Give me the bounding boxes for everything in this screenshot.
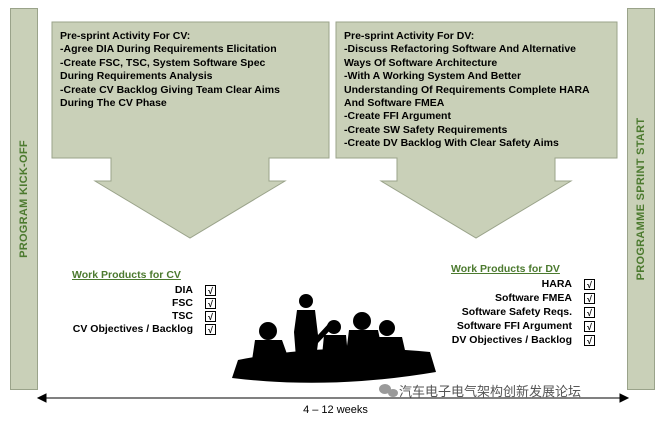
- dv-product-item: Software FMEA: [494, 292, 572, 304]
- cv-activity-line: -Create CV Backlog Giving Team Clear Aim…: [60, 83, 280, 96]
- dv-activity-line: Understanding Of Requirements Complete H…: [344, 83, 590, 96]
- dv-activity-line: -Create SW Safety Requirements: [344, 123, 508, 136]
- wechat-icon: [379, 384, 398, 397]
- cv-activity-text: Pre-sprint Activity For CV: -Agree DIA D…: [60, 30, 280, 110]
- dv-product-checkbox: √: [584, 307, 595, 318]
- watermark-text: 汽车电子电气架构创新发展论坛: [399, 384, 582, 399]
- dv-product-item: Software Safety Reqs.: [461, 306, 572, 318]
- dv-activity-line: -Discuss Refactoring Software And Altern…: [344, 43, 577, 56]
- dv-activity-line: -Create FFI Argument: [344, 110, 451, 123]
- dv-product-checkbox: √: [584, 321, 595, 332]
- programme-sprint-start-bar: PROGRAMME SPRINT START: [627, 8, 655, 390]
- dv-product-checkbox: √: [584, 279, 595, 290]
- cv-product-checkbox: √: [205, 298, 216, 309]
- dv-activity-line: -Create DV Backlog With Clear Safety Aim…: [344, 137, 559, 150]
- dv-activity-line: And Software FMEA: [344, 97, 445, 110]
- cv-work-products-title: Work Products for CV: [72, 269, 181, 281]
- cv-product-item: TSC: [172, 310, 193, 322]
- dv-activity-arrow: [335, 21, 618, 239]
- dv-product-checkbox: √: [584, 293, 595, 304]
- cv-product-item: CV Objectives / Backlog: [72, 323, 193, 335]
- cv-activity-line: During The CV Phase: [60, 97, 167, 110]
- dv-product-item: HARA: [541, 278, 572, 290]
- dv-activity-heading: Pre-sprint Activity For DV:: [344, 30, 475, 42]
- dv-product-item: DV Objectives / Backlog: [451, 334, 572, 346]
- dv-product-item: Software FFI Argument: [456, 320, 572, 332]
- cv-product-item: DIA: [174, 284, 193, 296]
- cv-activity-line: -Agree DIA During Requirements Elicitati…: [60, 43, 277, 56]
- program-kickoff-bar: PROGRAM KICK-OFF: [10, 8, 38, 390]
- dv-work-products-title: Work Products for DV: [451, 263, 560, 275]
- cv-activity-heading: Pre-sprint Activity For CV:: [60, 30, 191, 42]
- dv-activity-line: Ways Of Software Architecture: [344, 56, 498, 69]
- cv-product-checkbox: √: [205, 285, 216, 296]
- cv-activity-arrow: [51, 21, 330, 239]
- dv-activity-line: -With A Working System And Better: [344, 70, 522, 83]
- cv-product-checkbox: √: [205, 324, 216, 335]
- timeline-label: 4 – 12 weeks: [303, 404, 368, 416]
- timeline-arrow: [36, 393, 630, 403]
- cv-activity-line: -Create FSC, TSC, System Software Spec: [60, 56, 266, 69]
- dv-product-checkbox: √: [584, 335, 595, 346]
- cv-product-item: FSC: [172, 297, 193, 309]
- cv-product-checkbox: √: [205, 311, 216, 322]
- meeting-silhouette-icon: [232, 294, 436, 383]
- cv-activity-line: During Requirements Analysis: [60, 70, 213, 83]
- dv-activity-text: Pre-sprint Activity For DV: -Discuss Ref…: [344, 30, 590, 151]
